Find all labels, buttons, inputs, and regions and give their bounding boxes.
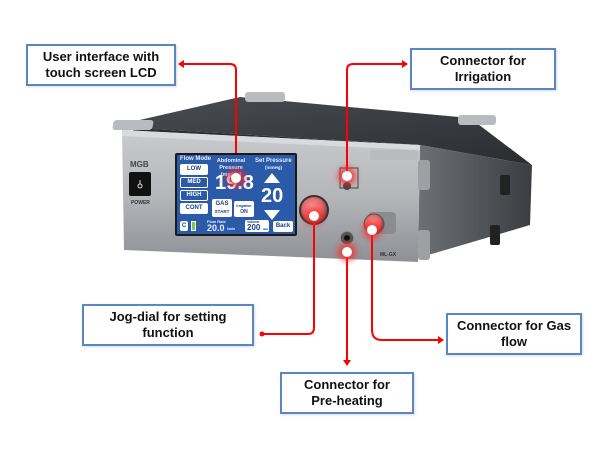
callout-ui-line1: User interface with	[42, 49, 160, 64]
callout-gas-line2: flow	[501, 334, 527, 349]
arrow-ui	[184, 63, 237, 178]
irrigation-line2: ON	[240, 209, 248, 215]
flow-mode-cont-button[interactable]: CONT	[180, 203, 208, 214]
flow-rate-label: Flow Rate	[207, 219, 226, 224]
battery-icon	[191, 221, 196, 231]
power-label: POWER	[131, 200, 150, 206]
gas-marker-dot	[367, 225, 377, 235]
ui-marker-dot	[231, 173, 241, 183]
flow-mode-med-button[interactable]: MED	[180, 177, 208, 188]
volume-value: 200	[247, 223, 261, 232]
volume-unit: liter	[263, 227, 269, 231]
irrigation-line1: Irrigation	[236, 204, 252, 208]
volume-label: Volume	[247, 220, 260, 224]
irrigation-on-button[interactable]: Irrigation ON	[234, 201, 254, 217]
increase-pressure-button[interactable]	[264, 173, 280, 183]
arrow-jog	[262, 216, 315, 335]
set-pressure-unit: (mmHg)	[265, 165, 282, 170]
brand-logo: MGB	[130, 160, 149, 169]
model-label: ML-GX	[380, 252, 397, 258]
callout-irrigation-line2: Irrigation	[454, 69, 512, 84]
gas-start-line1: GAS	[215, 201, 229, 207]
volume-display: Volume 200 liter	[245, 220, 269, 232]
flow-rate-unit: l/min	[227, 227, 236, 231]
device-side	[418, 145, 532, 258]
irrigation-marker-dot	[342, 171, 352, 181]
preheat-marker-dot	[342, 247, 352, 257]
device-top	[122, 97, 532, 165]
gas-start-button[interactable]: GAS START	[212, 199, 232, 217]
abdominal-pressure-value: 19.8	[215, 172, 254, 194]
set-pressure-label: Set Pressure	[255, 158, 292, 164]
arrows	[184, 63, 438, 360]
callout-gas-line1: Connector for Gas	[456, 318, 572, 333]
c-button[interactable]: C	[180, 221, 188, 231]
flow-rate-value: 20.0	[207, 223, 225, 233]
touch-screen-lcd[interactable]: Flow Mode LOW MED HIGH CONT Abdominal Pr…	[175, 153, 297, 236]
flow-mode-low-button[interactable]: LOW	[180, 164, 208, 175]
callout-jog-line1: Jog-dial for setting	[109, 309, 227, 324]
back-button[interactable]: Back	[273, 221, 293, 232]
flow-mode-high-button[interactable]: HIGH	[180, 190, 208, 201]
callout-preheat-line2: Pre-heating	[311, 393, 383, 408]
callout-ui-line2: touch screen LCD	[45, 65, 157, 80]
gas-start-line2: START	[214, 209, 230, 214]
callout-preheat-line1: Connector for	[304, 377, 390, 392]
decrease-pressure-button[interactable]	[264, 210, 280, 220]
arrow-gas	[371, 232, 438, 341]
set-pressure-value: 20	[261, 185, 284, 207]
arrow-irrigation	[346, 63, 402, 176]
jog-marker-dot	[309, 211, 319, 221]
callout-irrigation-line1: Connector for	[440, 53, 526, 68]
flow-mode-label: Flow Mode	[180, 156, 211, 162]
thermometer-icon: ↓	[197, 219, 201, 228]
callout-jog-line2: function	[142, 325, 194, 340]
